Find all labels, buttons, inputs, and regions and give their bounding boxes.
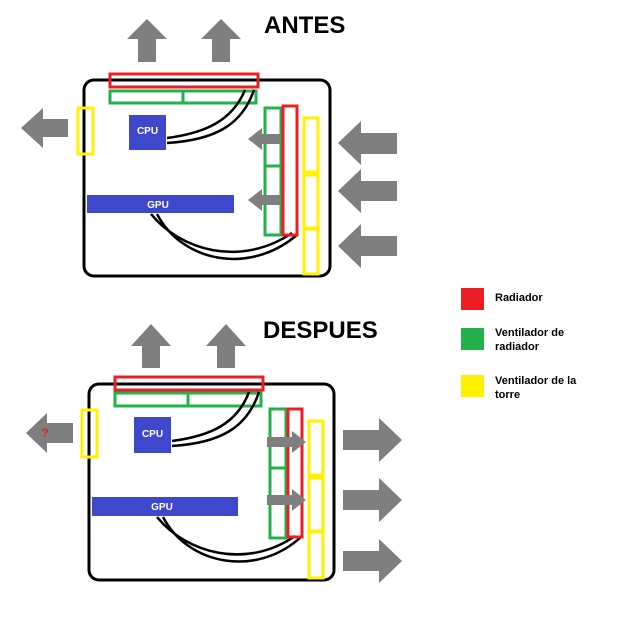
before-gpu-label: GPU — [147, 200, 169, 211]
before-cpu-label: CPU — [137, 126, 158, 137]
after-front-exhaust-arrow-2 — [343, 478, 402, 522]
legend-label-tower-fan-line1: Ventilador de la — [495, 375, 577, 387]
after-rear-airflow-arrow — [26, 413, 73, 453]
after-front-tower-fan-3 — [307, 530, 325, 580]
after-inner-airflow-arrow-1 — [267, 431, 306, 453]
after-cpu-tube-1 — [171, 391, 251, 443]
after-front-tower-fan-1 — [307, 419, 325, 477]
before-panel: ANTES CPU — [21, 12, 397, 278]
after-top-radiator-fan-2 — [186, 391, 263, 408]
after-cpu-block — [134, 417, 171, 453]
before-top-exhaust-arrow-1 — [127, 19, 167, 62]
before-top-exhaust-arrow-2 — [201, 19, 241, 62]
after-gpu-block — [92, 497, 238, 516]
after-top-radiator-fan-1 — [113, 391, 190, 408]
before-inner-airflow-arrow-1 — [248, 128, 280, 150]
after-top-exhaust-arrow-2 — [206, 324, 246, 368]
after-front-exhaust-arrow-1 — [343, 418, 402, 462]
after-case-outline — [87, 382, 336, 582]
after-top-radiator — [113, 375, 265, 392]
legend-swatch-radiator-fan — [461, 328, 484, 350]
legend-swatch-radiator — [461, 288, 484, 310]
legend-label-radiator: Radiador — [495, 292, 543, 304]
before-title: ANTES — [264, 12, 345, 39]
before-top-radiator-fan-2 — [181, 89, 258, 105]
before-rear-exhaust-arrow — [21, 108, 68, 148]
before-front-intake-arrow-2 — [338, 169, 397, 213]
after-inner-airflow-arrow-2 — [267, 489, 306, 511]
before-cpu-tube-1 — [166, 89, 247, 140]
after-front-tower-fan-2 — [307, 476, 325, 533]
before-front-tower-fan-3 — [302, 227, 320, 276]
after-panel: DESPUES ? CPU — [26, 317, 402, 583]
after-gpu-tube-1 — [156, 516, 296, 556]
before-gpu-tube-2 — [155, 213, 299, 261]
before-top-radiator-fan-1 — [108, 89, 185, 105]
before-front-radiator — [281, 104, 299, 237]
after-front-radiator — [286, 407, 304, 539]
after-rear-tower-fan — [80, 408, 99, 459]
before-cpu-block — [129, 115, 166, 150]
after-title: DESPUES — [263, 317, 378, 344]
legend-swatch-tower-fan — [461, 375, 484, 397]
before-case-outline — [82, 78, 332, 278]
legend: Radiador Ventilador de radiador Ventilad… — [461, 288, 577, 401]
before-front-tower-fan-1 — [302, 116, 320, 174]
before-front-intake-arrow-3 — [338, 224, 397, 268]
before-top-radiator — [108, 72, 260, 89]
before-cpu-tube-2 — [166, 89, 256, 145]
after-cpu-label: CPU — [142, 429, 163, 440]
after-gpu-label: GPU — [151, 502, 173, 513]
before-rear-tower-fan — [76, 106, 95, 156]
after-front-exhaust-arrow-3 — [343, 539, 402, 583]
before-gpu-block — [87, 195, 234, 213]
after-gpu-tube-2 — [161, 516, 302, 563]
before-front-intake-arrow-1 — [338, 121, 397, 165]
after-unknown-airflow-mark: ? — [41, 426, 48, 440]
before-gpu-tube-1 — [150, 213, 293, 254]
after-cpu-tube-2 — [171, 391, 261, 448]
legend-label-radiator-fan-line2: radiador — [495, 341, 540, 353]
before-inner-airflow-arrow-2 — [248, 189, 280, 211]
legend-label-tower-fan-line2: torre — [495, 389, 520, 401]
before-front-tower-fan-2 — [302, 173, 320, 230]
after-top-exhaust-arrow-1 — [131, 324, 171, 368]
legend-label-radiator-fan-line1: Ventilador de — [495, 327, 564, 339]
